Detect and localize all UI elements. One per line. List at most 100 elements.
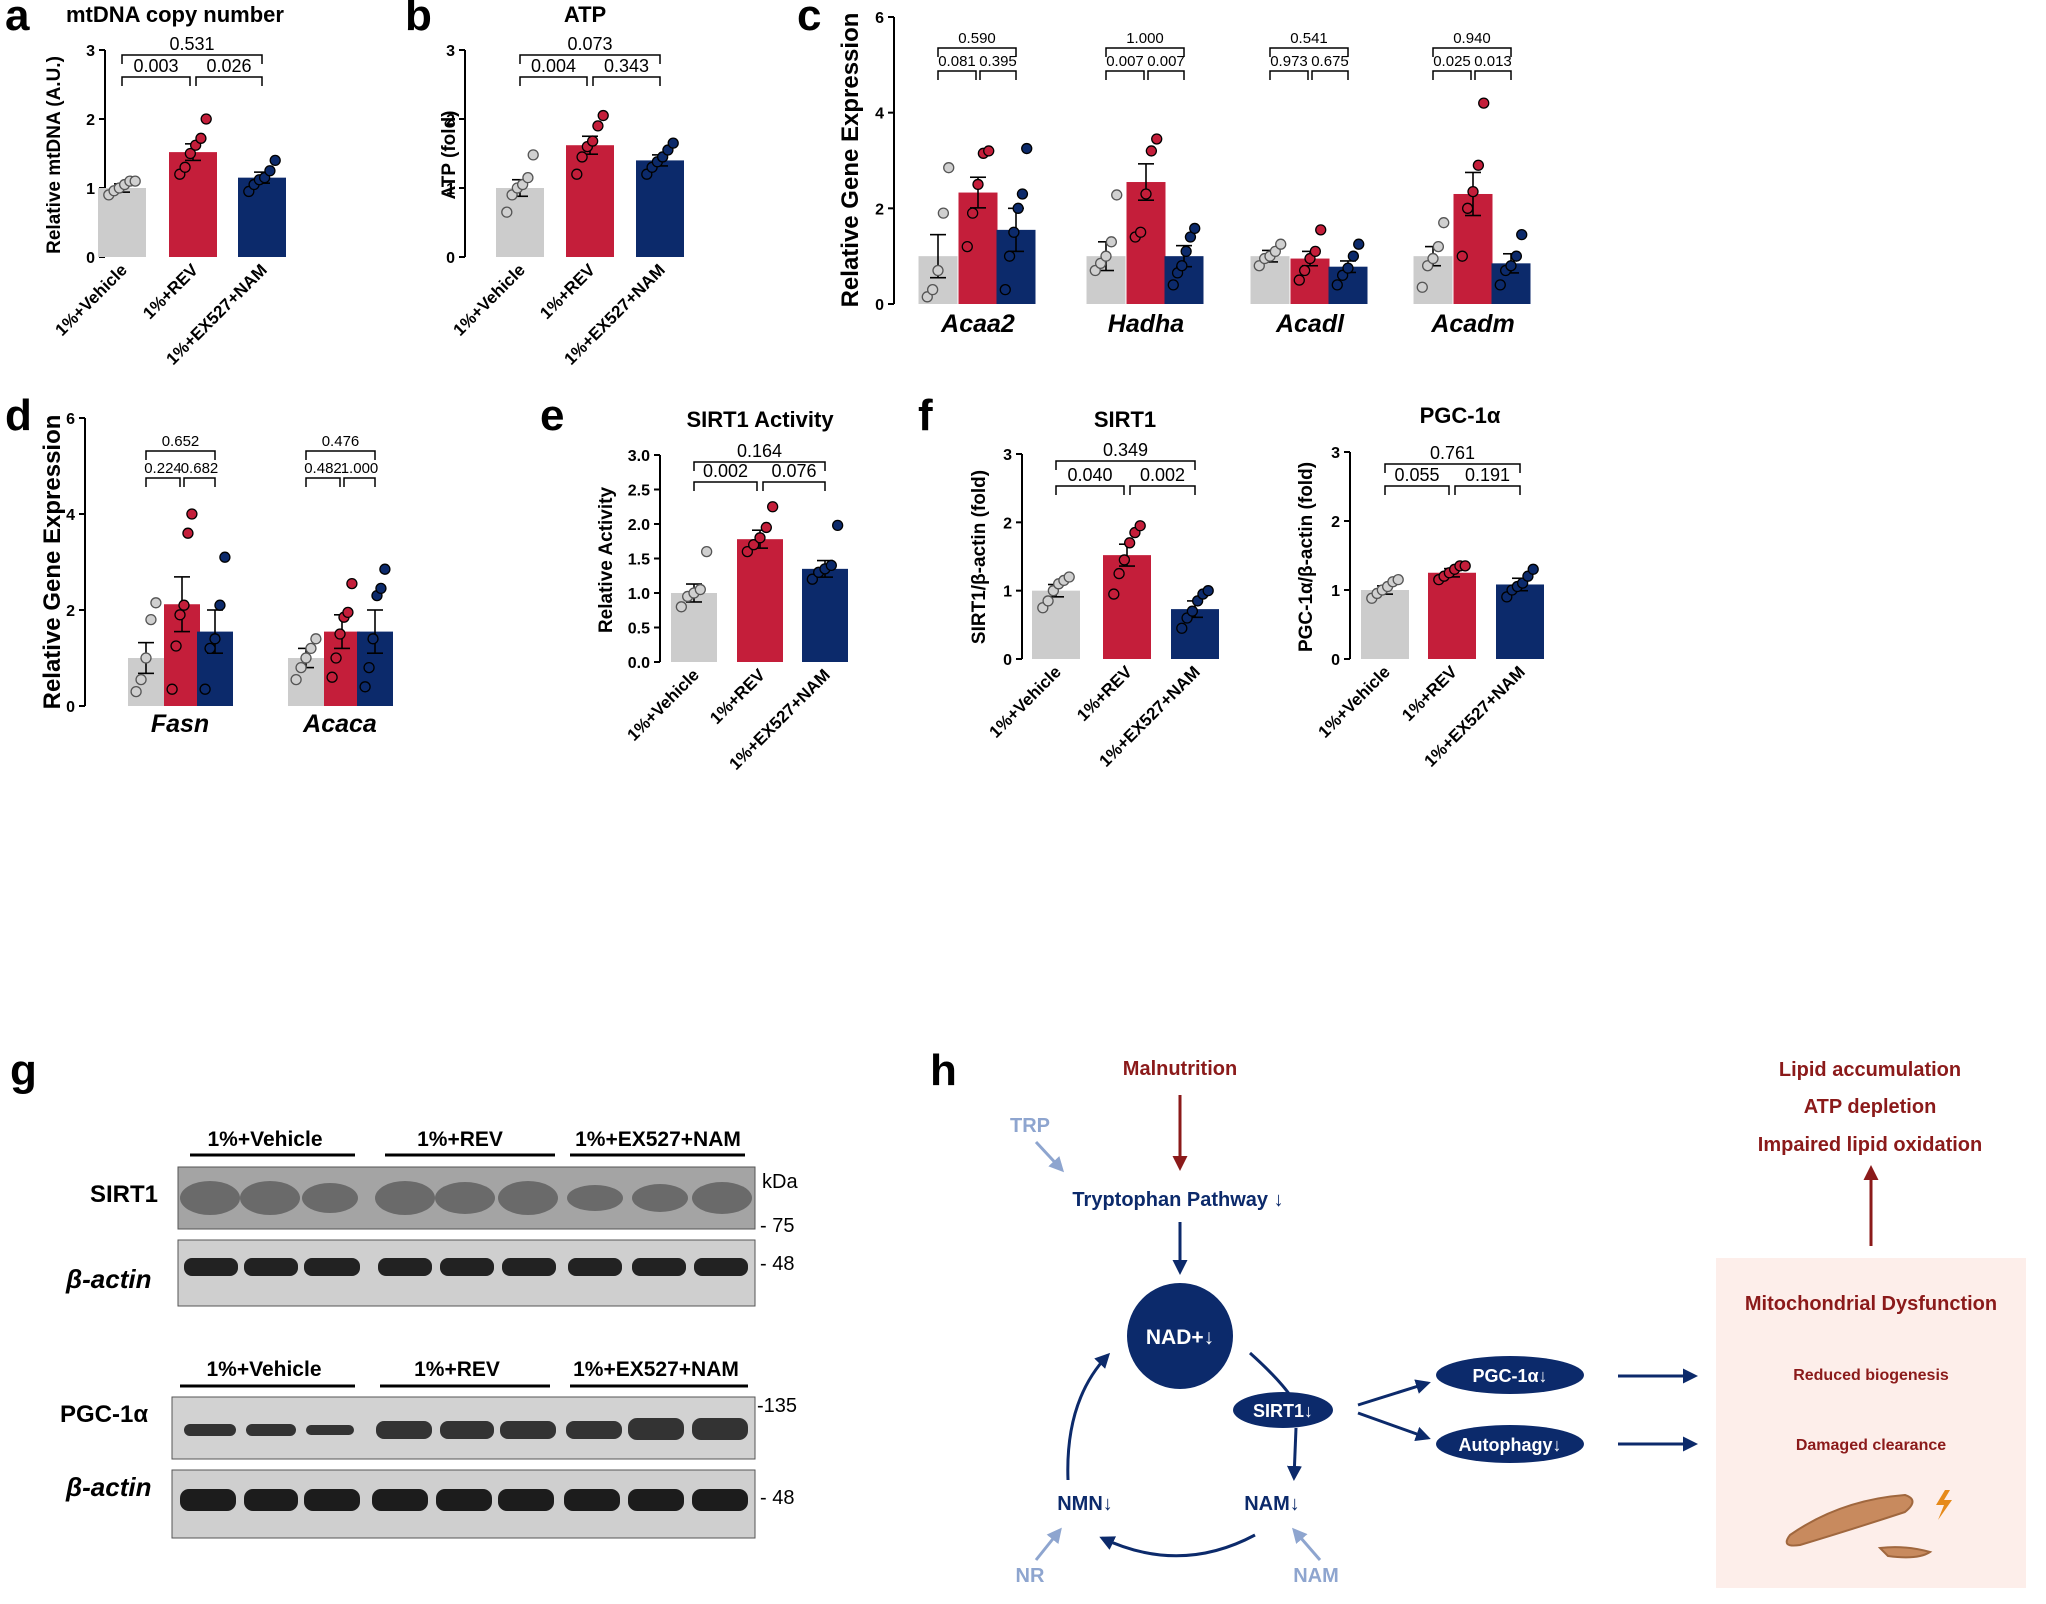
outcome-lipid-accumulation: Lipid accumulation [1779, 1059, 1961, 1081]
node-nad [1127, 1283, 1233, 1389]
significance-bracket [979, 70, 1017, 80]
bar [169, 152, 217, 257]
data-point [1438, 217, 1450, 229]
mitochondrial-dysfunction-box [1716, 1258, 2026, 1588]
blot-kda-label: kDa [762, 1171, 798, 1193]
data-point [1123, 537, 1136, 549]
data-point [1063, 571, 1075, 583]
x-tick-label: 1%+REV [706, 665, 769, 728]
blot1-group-ex527: 1%+EX527+NAM [575, 1128, 741, 1151]
y-tick-label: 1 [446, 181, 455, 198]
data-point [1108, 588, 1120, 600]
x-tick-label: 1%+REV [1398, 662, 1461, 725]
p-value-label: 0.531 [169, 34, 214, 54]
x-tick-label: 1%+Vehicle [450, 260, 529, 339]
significance-bracket [1432, 70, 1472, 80]
blot2-pgc1a-membrane [171, 1396, 756, 1460]
bar [737, 539, 783, 662]
x-tick-label: 1%+Vehicle [986, 662, 1065, 741]
significance-bracket [693, 461, 826, 471]
y-axis-title: SIRT1/β-actin (fold) [969, 470, 990, 644]
arrow-nmn-to-nad [1066, 1352, 1111, 1481]
significance-bracket [1269, 47, 1349, 57]
y-tick-label: 2 [66, 603, 75, 620]
y-axis-title: Relative Gene Expression [837, 13, 864, 308]
panel-letter-h: h [930, 1046, 957, 1095]
blot1-actin-membrane [177, 1239, 756, 1307]
bar [1103, 555, 1151, 659]
data-point [170, 640, 182, 652]
node-nam: NAM↓ [1244, 1493, 1300, 1515]
data-point [501, 206, 513, 218]
box-item-biogenesis: Reduced biogenesis [1793, 1367, 1949, 1384]
data-point [199, 683, 211, 695]
significance-bracket [519, 76, 588, 86]
significance-bracket [183, 477, 216, 487]
p-value-label: 0.652 [162, 433, 200, 450]
data-point [264, 165, 276, 177]
p-value-label: 0.004 [531, 56, 576, 76]
data-point [1202, 585, 1214, 597]
y-tick-label: 1 [1003, 584, 1012, 601]
lightning-icon [1936, 1490, 1952, 1520]
significance-bracket [1105, 47, 1185, 57]
significance-bracket [121, 76, 191, 86]
p-value-label: 0.007 [1106, 53, 1144, 70]
significance-bracket [937, 47, 1017, 57]
data-point [1012, 202, 1024, 214]
chart-title: SIRT1 Activity [686, 407, 834, 432]
data-point [701, 545, 713, 558]
data-point [1180, 245, 1192, 258]
blot2-group-vehicle: 1%+Vehicle [207, 1358, 322, 1381]
blot1-group-vehicle: 1%+Vehicle [208, 1128, 323, 1151]
data-point [527, 149, 539, 161]
panel-letter: c [797, 0, 821, 40]
p-value-label: 0.940 [1453, 30, 1491, 47]
y-tick-label: 0 [446, 250, 455, 267]
y-axis-title: Relative mtDNA (A.U.) [44, 56, 65, 254]
p-value-label: 0.349 [1103, 440, 1148, 460]
node-pgc1a-label: PGC-1α↓ [1472, 1366, 1547, 1386]
blot2-group-ex527: 1%+EX527+NAM [573, 1358, 739, 1381]
p-value-label: 0.026 [206, 56, 251, 76]
significance-bracket [1454, 485, 1521, 495]
arrow-nr [1034, 1527, 1062, 1561]
data-point [760, 521, 772, 534]
data-point [359, 681, 371, 693]
data-point [767, 501, 779, 513]
data-point [1042, 595, 1054, 607]
data-point [1113, 567, 1125, 580]
data-point [1189, 222, 1201, 235]
p-value-label: 1.000 [1126, 30, 1164, 47]
data-point [926, 283, 939, 296]
data-point [1275, 238, 1287, 250]
y-tick-label: 4 [875, 106, 884, 123]
p-value-label: 0.164 [737, 441, 782, 461]
y-tick-label: 2.5 [628, 483, 650, 500]
data-point [150, 597, 162, 609]
panel-letter: b [405, 0, 432, 40]
data-point [300, 652, 312, 664]
node-nad-label: NAD+↓ [1146, 1326, 1214, 1349]
y-tick-label: 4 [66, 507, 75, 524]
chart-title: ATP [564, 2, 606, 27]
arrow-trp [1034, 1140, 1065, 1173]
data-point [1134, 226, 1147, 238]
data-point [1427, 252, 1439, 265]
y-tick-label: 6 [875, 10, 884, 27]
y-tick-label: 3 [1003, 447, 1012, 464]
data-point [305, 642, 317, 655]
p-value-label: 0.191 [1465, 465, 1510, 485]
bar [1428, 572, 1476, 659]
data-point [675, 601, 687, 613]
data-point [1494, 279, 1506, 291]
data-point [806, 573, 818, 585]
node-sirt1-label: SIRT1↓ [1253, 1401, 1313, 1421]
y-tick-label: 0.5 [628, 621, 650, 638]
data-point [1003, 250, 1016, 262]
y-axis-title: Relative Activity [596, 487, 617, 634]
y-tick-label: 2 [1331, 514, 1340, 531]
node-sirt1 [1233, 1392, 1333, 1428]
data-point [1309, 245, 1322, 258]
data-point [1461, 202, 1474, 214]
